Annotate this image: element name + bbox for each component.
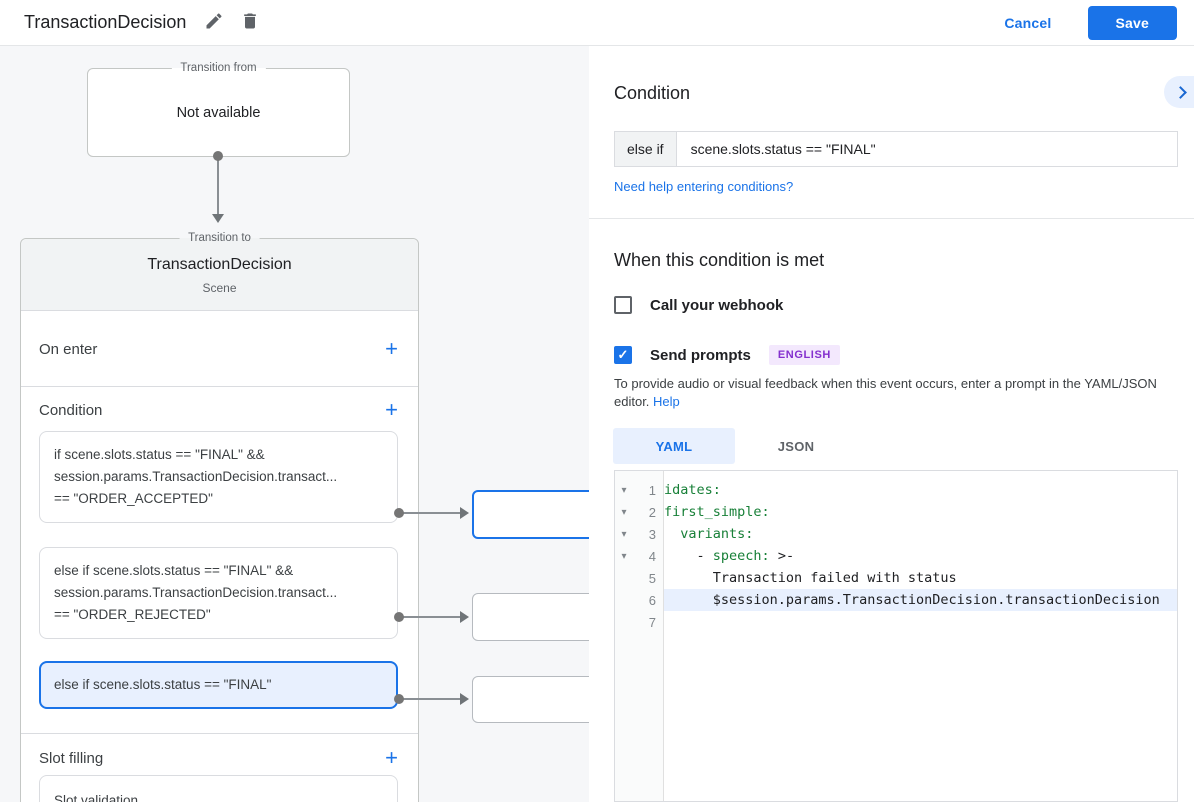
scene-card-header: TransactionDecision Scene [21,239,418,311]
divider [589,218,1194,219]
webhook-label: Call your webhook [650,296,784,314]
condition-card[interactable]: if scene.slots.status == "FINAL" &&sessi… [39,431,398,523]
add-slot-button[interactable]: + [385,745,398,770]
page-title: TransactionDecision [24,12,187,32]
condition-prefix: else if [615,132,677,166]
arrow-right-icon [460,693,469,705]
condition-expression-row: else if [614,131,1178,167]
send-prompts-label: Send prompts [650,346,751,364]
connector-line [402,616,460,618]
transition-target-node[interactable] [472,676,589,723]
line-number: 7 [648,614,656,630]
scene-flow-diagram: Transition from Not available Transition… [0,46,589,802]
slot-filling-label: Slot filling [39,749,104,767]
condition-detail-panel: Condition else if Need help entering con… [589,46,1194,802]
when-met-heading: When this condition is met [614,250,825,270]
save-button[interactable]: Save [1087,5,1177,40]
help-link[interactable]: Help [653,394,680,409]
line-number: 6 [648,592,656,608]
scene-subtitle: Scene [202,281,237,295]
transition-target-node-selected[interactable] [472,490,589,539]
pencil-icon [204,11,224,34]
line-number: 2 [648,504,656,520]
transition-to-node: Transition to TransactionDecision Scene … [20,232,419,802]
slot-validation-card[interactable]: Slot validation [39,775,398,802]
arrow-right-icon [460,507,469,519]
code-line: first_simple: [664,504,770,520]
fold-caret-icon[interactable]: ▾ [621,506,627,518]
code-line: $session.params.TransactionDecision.tran… [664,589,1177,611]
transition-from-legend: Transition from [171,62,266,74]
condition-help-link[interactable]: Need help entering conditions? [614,179,794,194]
condition-expression-input[interactable] [676,132,1177,166]
fold-caret-icon[interactable]: ▾ [621,484,627,496]
connector-line [402,512,460,514]
condition-card-selected[interactable]: else if scene.slots.status == "FINAL" [39,661,398,709]
language-badge: ENGLISH [768,345,840,365]
scene-title: TransactionDecision [147,256,292,273]
editor-tabs: YAML JSON [613,428,857,464]
delete-scene-button[interactable] [232,5,268,41]
transition-from-node: Transition from Not available [87,62,350,157]
code-line: - speech: >- [664,548,795,564]
code-line: Transaction failed with status [664,570,957,586]
tab-yaml[interactable]: YAML [613,428,735,464]
add-condition-button[interactable]: + [385,397,398,422]
line-number: 1 [648,482,656,498]
code-line: variants: [680,526,754,542]
transition-to-legend: Transition to [179,232,260,244]
code-line: idates: [664,482,721,498]
line-number: 3 [648,526,656,542]
webhook-checkbox[interactable] [614,296,632,314]
line-number: 5 [648,570,656,586]
line-number: 4 [648,548,656,564]
yaml-editor: ▾ 1 ▾ 2 ▾ 3 ▾ 4 5 6 7 idates: first_simple: variant… [614,470,1178,802]
condition-card-list: if scene.slots.status == "FINAL" &&sessi… [21,431,418,709]
editor-code-area[interactable]: idates: first_simple: variants: - speech:… [664,471,1177,801]
trash-icon [240,11,260,34]
tab-json[interactable]: JSON [777,438,815,454]
connector-line [217,160,219,214]
code-line [664,611,1177,633]
connector-dot [394,612,404,622]
condition-section-label: Condition [39,401,103,419]
transition-from-value: Not available [176,104,261,121]
collapse-panel-button[interactable] [1164,76,1194,108]
top-bar: TransactionDecision Cancel Save [0,0,1194,46]
edit-title-button[interactable] [196,5,232,41]
editor-gutter: ▾ 1 ▾ 2 ▾ 3 ▾ 4 5 6 7 [615,471,664,801]
connector-dot [394,694,404,704]
check-icon: ✓ [617,347,629,362]
connector-dot [213,151,223,161]
add-on-enter-button[interactable]: + [385,336,398,361]
transition-target-node[interactable] [472,593,589,641]
condition-card[interactable]: else if scene.slots.status == "FINAL" &&… [39,547,398,639]
connector-dot [394,508,404,518]
cancel-button[interactable]: Cancel [1004,14,1052,31]
arrow-right-icon [460,611,469,623]
send-prompts-checkbox[interactable]: ✓ [614,346,632,364]
arrow-down-icon [212,214,224,223]
on-enter-label: On enter [39,340,98,358]
connector-line [402,698,460,700]
fold-caret-icon[interactable]: ▾ [621,528,627,540]
fold-caret-icon[interactable]: ▾ [621,550,627,562]
condition-panel-heading: Condition [614,83,691,103]
prompt-description: To provide audio or visual feedback when… [614,376,1157,409]
chevron-right-icon [1173,85,1187,99]
slot-validation-label: Slot validation [54,792,139,802]
